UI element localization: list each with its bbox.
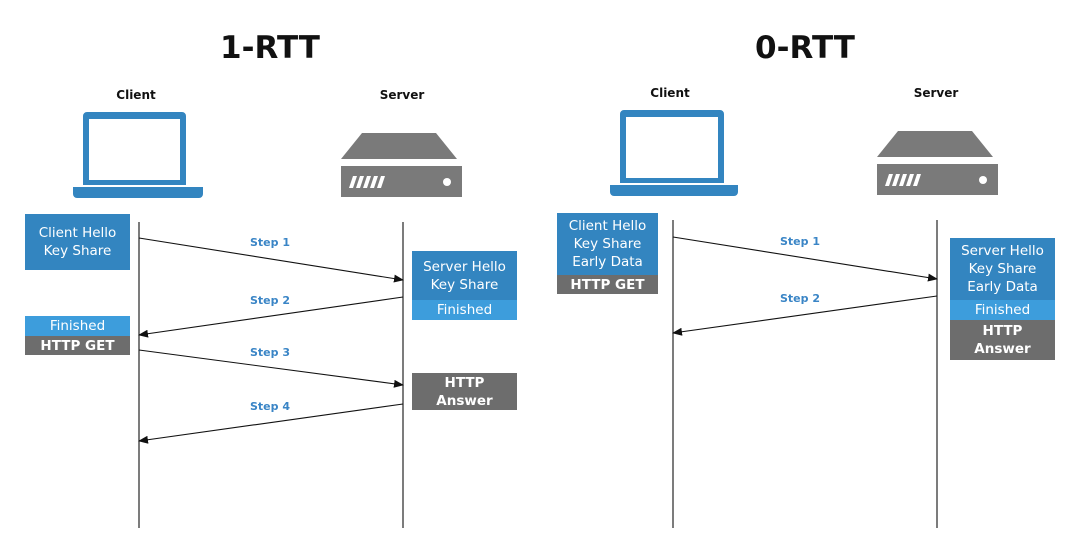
message-line: HTTP	[982, 323, 1023, 339]
step-2-arrow	[138, 296, 404, 338]
server-hello-message: Server Hello Key Share Early Data Finish…	[950, 238, 1055, 360]
panel-title: 1-RTT	[220, 30, 320, 66]
laptop-icon	[73, 112, 203, 198]
server-label: Server	[913, 86, 959, 100]
message-line: Early Data	[967, 279, 1038, 295]
step-2-arrow	[672, 295, 938, 336]
client-label: Client	[116, 88, 156, 102]
client-hello-message: Client Hello Key Share	[25, 214, 130, 270]
message-line: Key Share	[43, 243, 112, 259]
message-line: Key Share	[430, 276, 499, 293]
message-line: Client Hello	[38, 225, 117, 241]
http-get-label: HTTP GET	[557, 275, 658, 294]
client-finished-message: Finished HTTP GET	[25, 316, 130, 355]
laptop-icon	[610, 110, 738, 196]
step-4-label: Step 4	[250, 400, 290, 413]
client-hello-message: Client Hello Key Share Early Data HTTP G…	[557, 213, 658, 294]
http-answer-message: HTTP Answer	[412, 373, 517, 410]
finished-label: Finished	[412, 300, 517, 320]
message-line: Answer	[436, 392, 493, 409]
step-2-label: Step 2	[250, 294, 290, 307]
step-1-label: Step 1	[250, 236, 290, 249]
http-get-label: HTTP GET	[25, 336, 130, 355]
step-1-label: Step 1	[780, 235, 820, 248]
step-2-label: Step 2	[780, 292, 820, 305]
step-1-arrow	[672, 236, 938, 282]
server-icon	[877, 131, 998, 195]
step-3-label: Step 3	[250, 346, 290, 359]
message-line: Answer	[974, 341, 1031, 357]
step-3-arrow	[138, 349, 404, 388]
client-label: Client	[650, 86, 690, 100]
message-line: Key Share	[968, 261, 1037, 277]
message-line: Key Share	[573, 236, 642, 252]
step-4-arrow	[138, 403, 404, 444]
message-line: Server Hello	[423, 258, 506, 275]
message-line: Client Hello	[568, 218, 647, 234]
message-line: Server Hello	[961, 243, 1044, 259]
step-1-arrow	[138, 237, 404, 283]
finished-label: Finished	[950, 300, 1055, 320]
server-label: Server	[379, 88, 425, 102]
server-hello-message: Server Hello Key Share Finished	[412, 251, 517, 320]
server-icon	[341, 133, 462, 197]
panel-title: 0-RTT	[755, 30, 855, 66]
finished-label: Finished	[25, 316, 130, 336]
message-line: Early Data	[572, 254, 643, 270]
message-line: HTTP	[444, 374, 485, 391]
